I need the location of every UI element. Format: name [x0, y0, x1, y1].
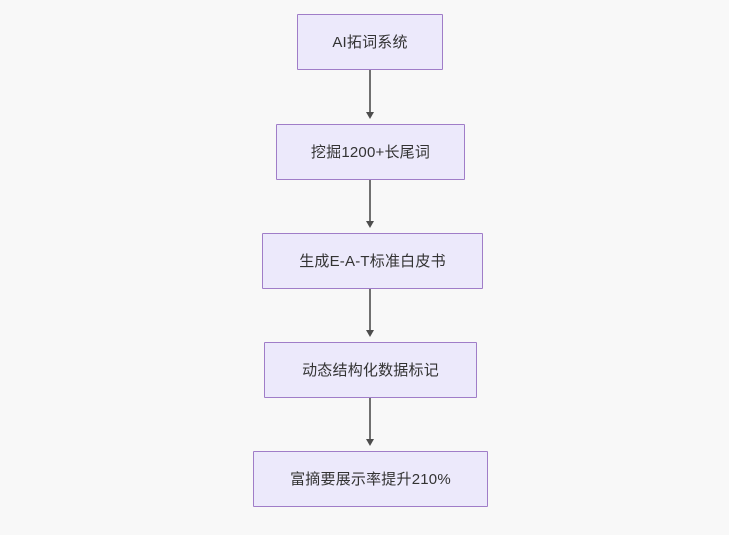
flow-node-rich-snippet-rate-increase[interactable]: 富摘要展示率提升210% [253, 451, 488, 507]
connector-arrowhead-1 [365, 112, 374, 119]
connector-line-1 [369, 70, 371, 117]
connector-line-4 [369, 398, 371, 444]
flow-node-mine-longtail-keywords[interactable]: 挖掘1200+长尾词 [276, 124, 465, 180]
flow-node-label: 动态结构化数据标记 [302, 361, 439, 379]
flow-node-label: AI拓词系统 [332, 33, 408, 51]
flow-node-ai-keyword-system[interactable]: AI拓词系统 [297, 14, 443, 70]
connector-arrowhead-3 [365, 330, 374, 337]
connector-line-2 [369, 180, 371, 226]
flow-node-label: 挖掘1200+长尾词 [310, 143, 431, 161]
connector-line-3 [369, 289, 371, 335]
flow-node-label: 生成E-A-T标准白皮书 [299, 252, 446, 270]
connector-arrowhead-4 [365, 439, 374, 446]
flow-node-label: 富摘要展示率提升210% [290, 470, 451, 488]
flow-node-dynamic-structured-data-markup[interactable]: 动态结构化数据标记 [264, 342, 477, 398]
flow-node-generate-eat-whitepaper[interactable]: 生成E-A-T标准白皮书 [262, 233, 483, 289]
connector-arrowhead-2 [365, 221, 374, 228]
